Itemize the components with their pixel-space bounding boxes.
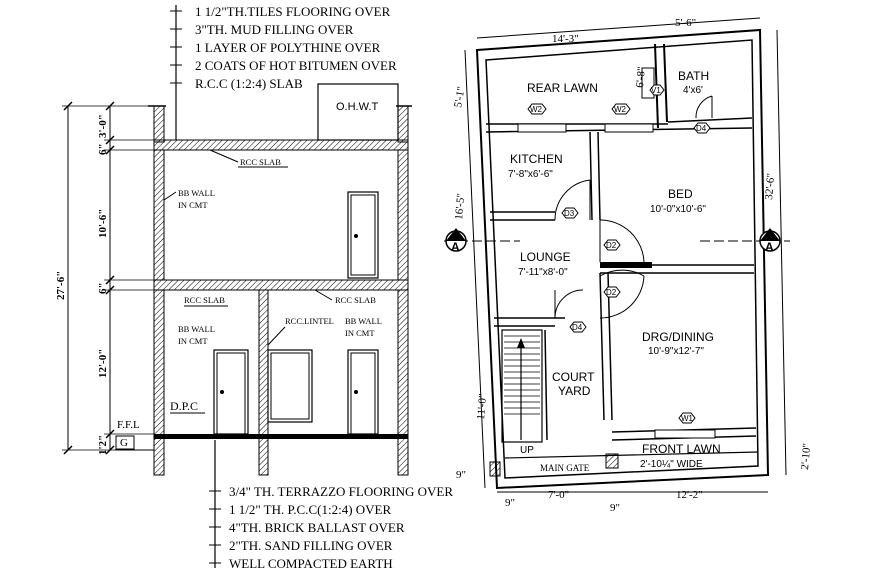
- roof-note-1: 1 1/2"TH.TILES FLOORING OVER: [195, 4, 391, 19]
- building-section: O.H.W.T RCC SLAB: [115, 83, 412, 476]
- dim-plinth: 1'2": [97, 435, 109, 455]
- section-mark-left: A: [444, 228, 520, 254]
- tag-v1: V1: [651, 86, 661, 95]
- dim-kitchen-h: 16'-5": [453, 193, 467, 221]
- floor-note-5: WELL COMPACTED EARTH: [229, 556, 393, 571]
- dpc-line: [154, 434, 408, 439]
- bb-wall-right-2: IN CMT: [345, 328, 375, 338]
- front-lawn-label: FRONT LAWN: [642, 442, 721, 456]
- bed-label: BED: [668, 187, 693, 201]
- bb-wall-left-2: IN CMT: [178, 336, 208, 346]
- dim-corner: 9": [456, 469, 466, 481]
- ffl-label: F.F.L: [117, 419, 140, 431]
- bb-wall-upper-2: IN CMT: [178, 200, 208, 210]
- yard-label: YARD: [558, 384, 591, 398]
- dim-court-h: 11'-0": [475, 393, 489, 420]
- main-gate-label: MAIN GATE: [540, 463, 590, 473]
- rcc-lintel-label: RCC.LINTEL: [285, 316, 334, 326]
- bb-wall-right-1: BB WALL: [345, 316, 382, 326]
- section-mark-a-left: A: [451, 240, 460, 254]
- dim-rear: 5'-1": [452, 86, 467, 109]
- floor-notes: 3/4" TH. TERRAZZO FLOORING OVER 1 1/2" T…: [209, 440, 453, 571]
- roof-slab: [153, 139, 409, 151]
- drg-label: DRG/DINING: [642, 330, 714, 344]
- dim-slab-mid: 6": [97, 282, 109, 294]
- dim-bottom-a: 9": [505, 497, 515, 509]
- tag-d4b: D4: [572, 323, 583, 332]
- lounge-size: 7'-11"x8'-0": [518, 267, 568, 278]
- tag-w2a: W2: [530, 105, 543, 114]
- lounge-label: LOUNGE: [520, 250, 571, 264]
- rcc-slab-upper-label: RCC SLAB: [240, 157, 281, 167]
- dim-slab-top: 6": [97, 143, 109, 155]
- dim-top-right: 5'-6": [675, 17, 696, 29]
- staircase: [501, 329, 543, 443]
- floor-plan: REAR LAWN BATH 4'x6' KITCHEN 7'-8"x6'-6"…: [444, 17, 813, 514]
- roof-note-5: R.C.C (1:2:4) SLAB: [195, 76, 303, 91]
- court-label: COURT: [552, 370, 595, 384]
- dim-parapet: 3'-0": [97, 114, 109, 138]
- tag-w2b: W2: [614, 105, 627, 114]
- dim-total: 27'-6": [55, 271, 67, 300]
- section-mark-right: A: [700, 228, 790, 254]
- floor-note-1: 3/4" TH. TERRAZZO FLOORING OVER: [229, 484, 453, 499]
- bath-label: BATH: [678, 69, 709, 83]
- dim-bottom-d: 12'-2": [676, 489, 703, 501]
- floor-note-4: 2"TH. SAND FILLING OVER: [229, 538, 393, 553]
- bath-size: 4'x6': [683, 85, 703, 96]
- water-tank: [317, 83, 399, 141]
- ground-label: G: [120, 437, 128, 449]
- section-dimensions: 27'-6" 3'-0" 6" 10'-6" 6" 12'-0" 1'2": [55, 101, 154, 455]
- tag-d3: D3: [564, 209, 575, 218]
- dpc-label: D.P.C: [170, 399, 198, 413]
- roof-note-3: 1 LAYER OF POLYTHINE OVER: [195, 40, 381, 55]
- dim-bottom-c: 9": [610, 502, 620, 514]
- section-mark-a-right: A: [765, 240, 774, 254]
- roof-note-4: 2 COATS OF HOT BITUMEN OVER: [195, 58, 397, 73]
- dim-top-left: 14'-3": [552, 33, 579, 45]
- lower-door-right: [347, 349, 379, 435]
- rear-lawn-label: REAR LAWN: [527, 81, 598, 95]
- dim-bath-h: 6'-8": [634, 66, 648, 88]
- drg-size: 10'-9"x12'-7": [648, 346, 704, 357]
- bb-wall-upper-1: BB WALL: [178, 188, 215, 198]
- floor-slab: [153, 279, 409, 291]
- tag-d2b: D2: [606, 288, 617, 297]
- kitchen-size: 7'-8"x6'-6": [508, 169, 553, 180]
- plan-dimensions: 14'-3" 5'-6" 5'-1" 6'-8" 16'-5" 32'-6" 1…: [452, 17, 813, 514]
- opening-tags: W2 W2 V1 D4 D3 D2 D2 D4 W1: [527, 84, 711, 424]
- dim-front-lawn-h: 2'-10": [799, 443, 813, 471]
- bb-wall-left-1: BB WALL: [178, 324, 215, 334]
- floor-note-2: 1 1/2" TH. P.C.C(1:2:4) OVER: [229, 502, 391, 517]
- dim-bottom-b: 7'-0": [548, 489, 569, 501]
- section-window: [267, 349, 313, 423]
- tag-w1: W1: [681, 414, 694, 423]
- ohwt-label: O.H.W.T: [336, 101, 378, 113]
- upper-door: [347, 191, 379, 279]
- floor-note-3: 4"TH. BRICK BALLAST OVER: [229, 520, 405, 535]
- roof-note-2: 3"TH. MUD FILLING OVER: [195, 22, 354, 37]
- roof-notes: 1 1/2"TH.TILES FLOORING OVER 3"TH. MUD F…: [170, 4, 397, 140]
- dim-lower-floor: 12'-0": [97, 349, 109, 378]
- dim-upper-floor: 10'-6": [97, 209, 109, 238]
- rcc-slab-right-label: RCC SLAB: [335, 295, 376, 305]
- kitchen-label: KITCHEN: [510, 152, 563, 166]
- stair-up-label: UP: [520, 445, 534, 456]
- tag-d4a: D4: [696, 124, 707, 133]
- lower-door-left: [213, 349, 249, 435]
- dim-right-total: 32'-6": [763, 173, 777, 201]
- bed-size: 10'-0"x10'-6": [650, 204, 706, 215]
- rcc-slab-left-label: RCC SLAB: [184, 295, 225, 305]
- tag-d2a: D2: [606, 241, 617, 250]
- front-lawn-size: 2'-10¼" WIDE: [640, 458, 703, 470]
